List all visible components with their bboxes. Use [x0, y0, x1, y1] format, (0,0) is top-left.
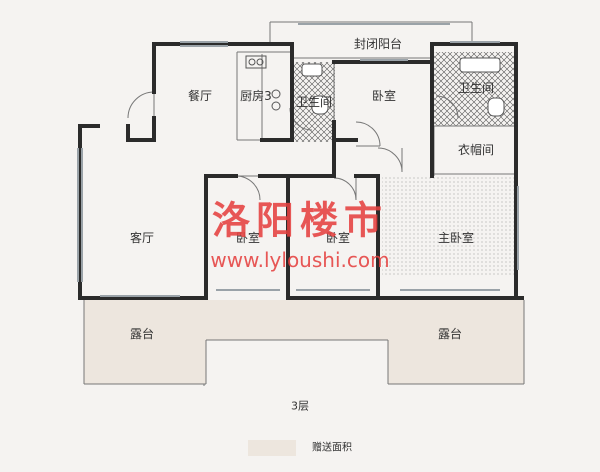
legend-label: 赠送面积 [312, 441, 352, 454]
watermark-url: www.lyloushi.com [210, 248, 389, 272]
kitchen-fixtures [245, 55, 281, 111]
room-label-bedroom-b: 卧室 [326, 230, 350, 245]
room-label-bathroom-master: 卫生间 [458, 81, 494, 95]
room-label-enclosed-balcony: 封闭阳台 [354, 36, 402, 51]
terrace-fill [84, 300, 524, 384]
room-label-living: 客厅 [130, 230, 154, 245]
legend-swatch [248, 440, 296, 456]
room-label-terrace-left: 露台 [130, 326, 154, 341]
floor-label: 3层 [291, 400, 309, 413]
master-bedroom-floor [382, 176, 516, 276]
room-label-kitchen: 厨房3 [240, 88, 272, 103]
bathroom-fixtures [301, 57, 505, 117]
windows [77, 23, 519, 297]
room-label-closet: 衣帽间 [458, 142, 494, 157]
room-label-bedroom-north: 卧室 [372, 88, 396, 103]
room-label-bathroom-public: 卫生间 [296, 95, 332, 109]
watermark-site-name: 洛阳楼市 [212, 198, 388, 243]
room-label-dining: 餐厅 [188, 88, 212, 103]
walls [78, 42, 524, 300]
room-label-bedroom-a: 卧室 [236, 230, 260, 245]
room-label-terrace-right: 露台 [438, 326, 462, 341]
room-label-master-bedroom: 主卧室 [438, 230, 474, 245]
